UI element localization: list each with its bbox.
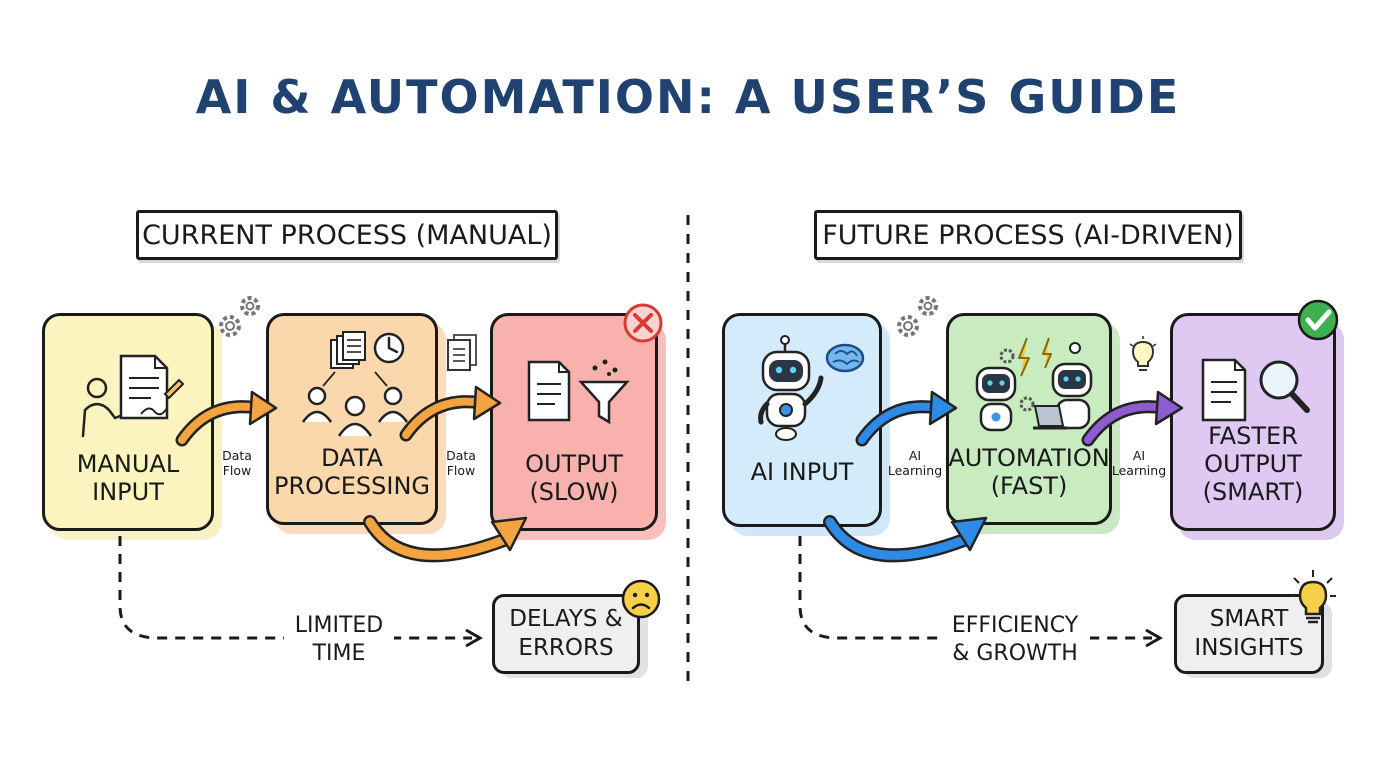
sad-face-icon (621, 579, 661, 619)
data-processing-label: DATA PROCESSING (273, 444, 431, 500)
delays-errors-box: DELAYS & ERRORS (492, 594, 640, 674)
document-magnifier-icon (1201, 358, 1310, 422)
lightbulb-small-icon (1129, 336, 1157, 371)
flow-arrow-1 (175, 390, 278, 447)
person-writing-icon (81, 354, 185, 438)
dashed-path-future (798, 536, 1164, 648)
faster-output-step: FASTER OUTPUT (SMART) (1170, 313, 1336, 531)
future-process-heading-text: FUTURE PROCESS (AI-DRIVEN) (822, 219, 1234, 251)
automation-fast-label: AUTOMATION (FAST) (948, 444, 1110, 500)
ai-learning-label-2: AI Learning (1111, 448, 1167, 478)
output-slow-label: OUTPUT (SLOW) (525, 450, 623, 506)
gears-icon (219, 296, 260, 337)
page-title: AI & AUTOMATION: A USER’S GUIDE (195, 70, 1181, 124)
ai-input-label: AI INPUT (750, 458, 854, 486)
limited-time-label: LIMITED TIME (284, 612, 394, 668)
section-divider (686, 215, 690, 690)
current-process-heading: CURRENT PROCESS (MANUAL) (136, 210, 558, 260)
faster-output-label: FASTER OUTPUT (SMART) (1202, 422, 1304, 506)
current-process-heading-text: CURRENT PROCESS (MANUAL) (142, 219, 552, 251)
gears-icon (897, 296, 938, 337)
robot-icon (758, 335, 865, 441)
data-processing-step: DATA PROCESSING (266, 313, 438, 525)
efficiency-growth-label: EFFICIENCY & GROWTH (940, 612, 1090, 668)
ai-learning-label-1: AI Learning (887, 448, 943, 478)
red-x-icon (623, 303, 663, 343)
manual-input-step: MANUAL INPUT (42, 313, 214, 531)
bypass-arrow-future (823, 515, 988, 563)
future-process-heading: FUTURE PROCESS (AI-DRIVEN) (814, 210, 1242, 260)
manual-input-label: MANUAL INPUT (76, 450, 180, 506)
ai-learning-arrow-1 (855, 390, 958, 447)
automation-fast-step: AUTOMATION (FAST) (946, 313, 1112, 525)
output-slow-step: OUTPUT (SLOW) (490, 313, 658, 531)
document-funnel-icon (527, 359, 630, 425)
robots-working-icon (975, 337, 1093, 432)
documents-icon (447, 334, 477, 371)
data-flow-label-1: Data Flow (222, 448, 252, 478)
team-documents-clock-icon (301, 331, 409, 437)
bypass-arrow-current (363, 515, 528, 563)
ai-input-step: AI INPUT (722, 313, 882, 527)
lightbulb-icon (1290, 570, 1336, 624)
green-check-icon (1297, 299, 1339, 341)
smart-insights-box: SMART INSIGHTS (1174, 594, 1324, 674)
data-flow-label-2: Data Flow (446, 448, 476, 478)
flow-arrow-2 (399, 385, 502, 442)
dashed-path-current (118, 536, 484, 648)
ai-learning-arrow-2 (1081, 390, 1184, 447)
